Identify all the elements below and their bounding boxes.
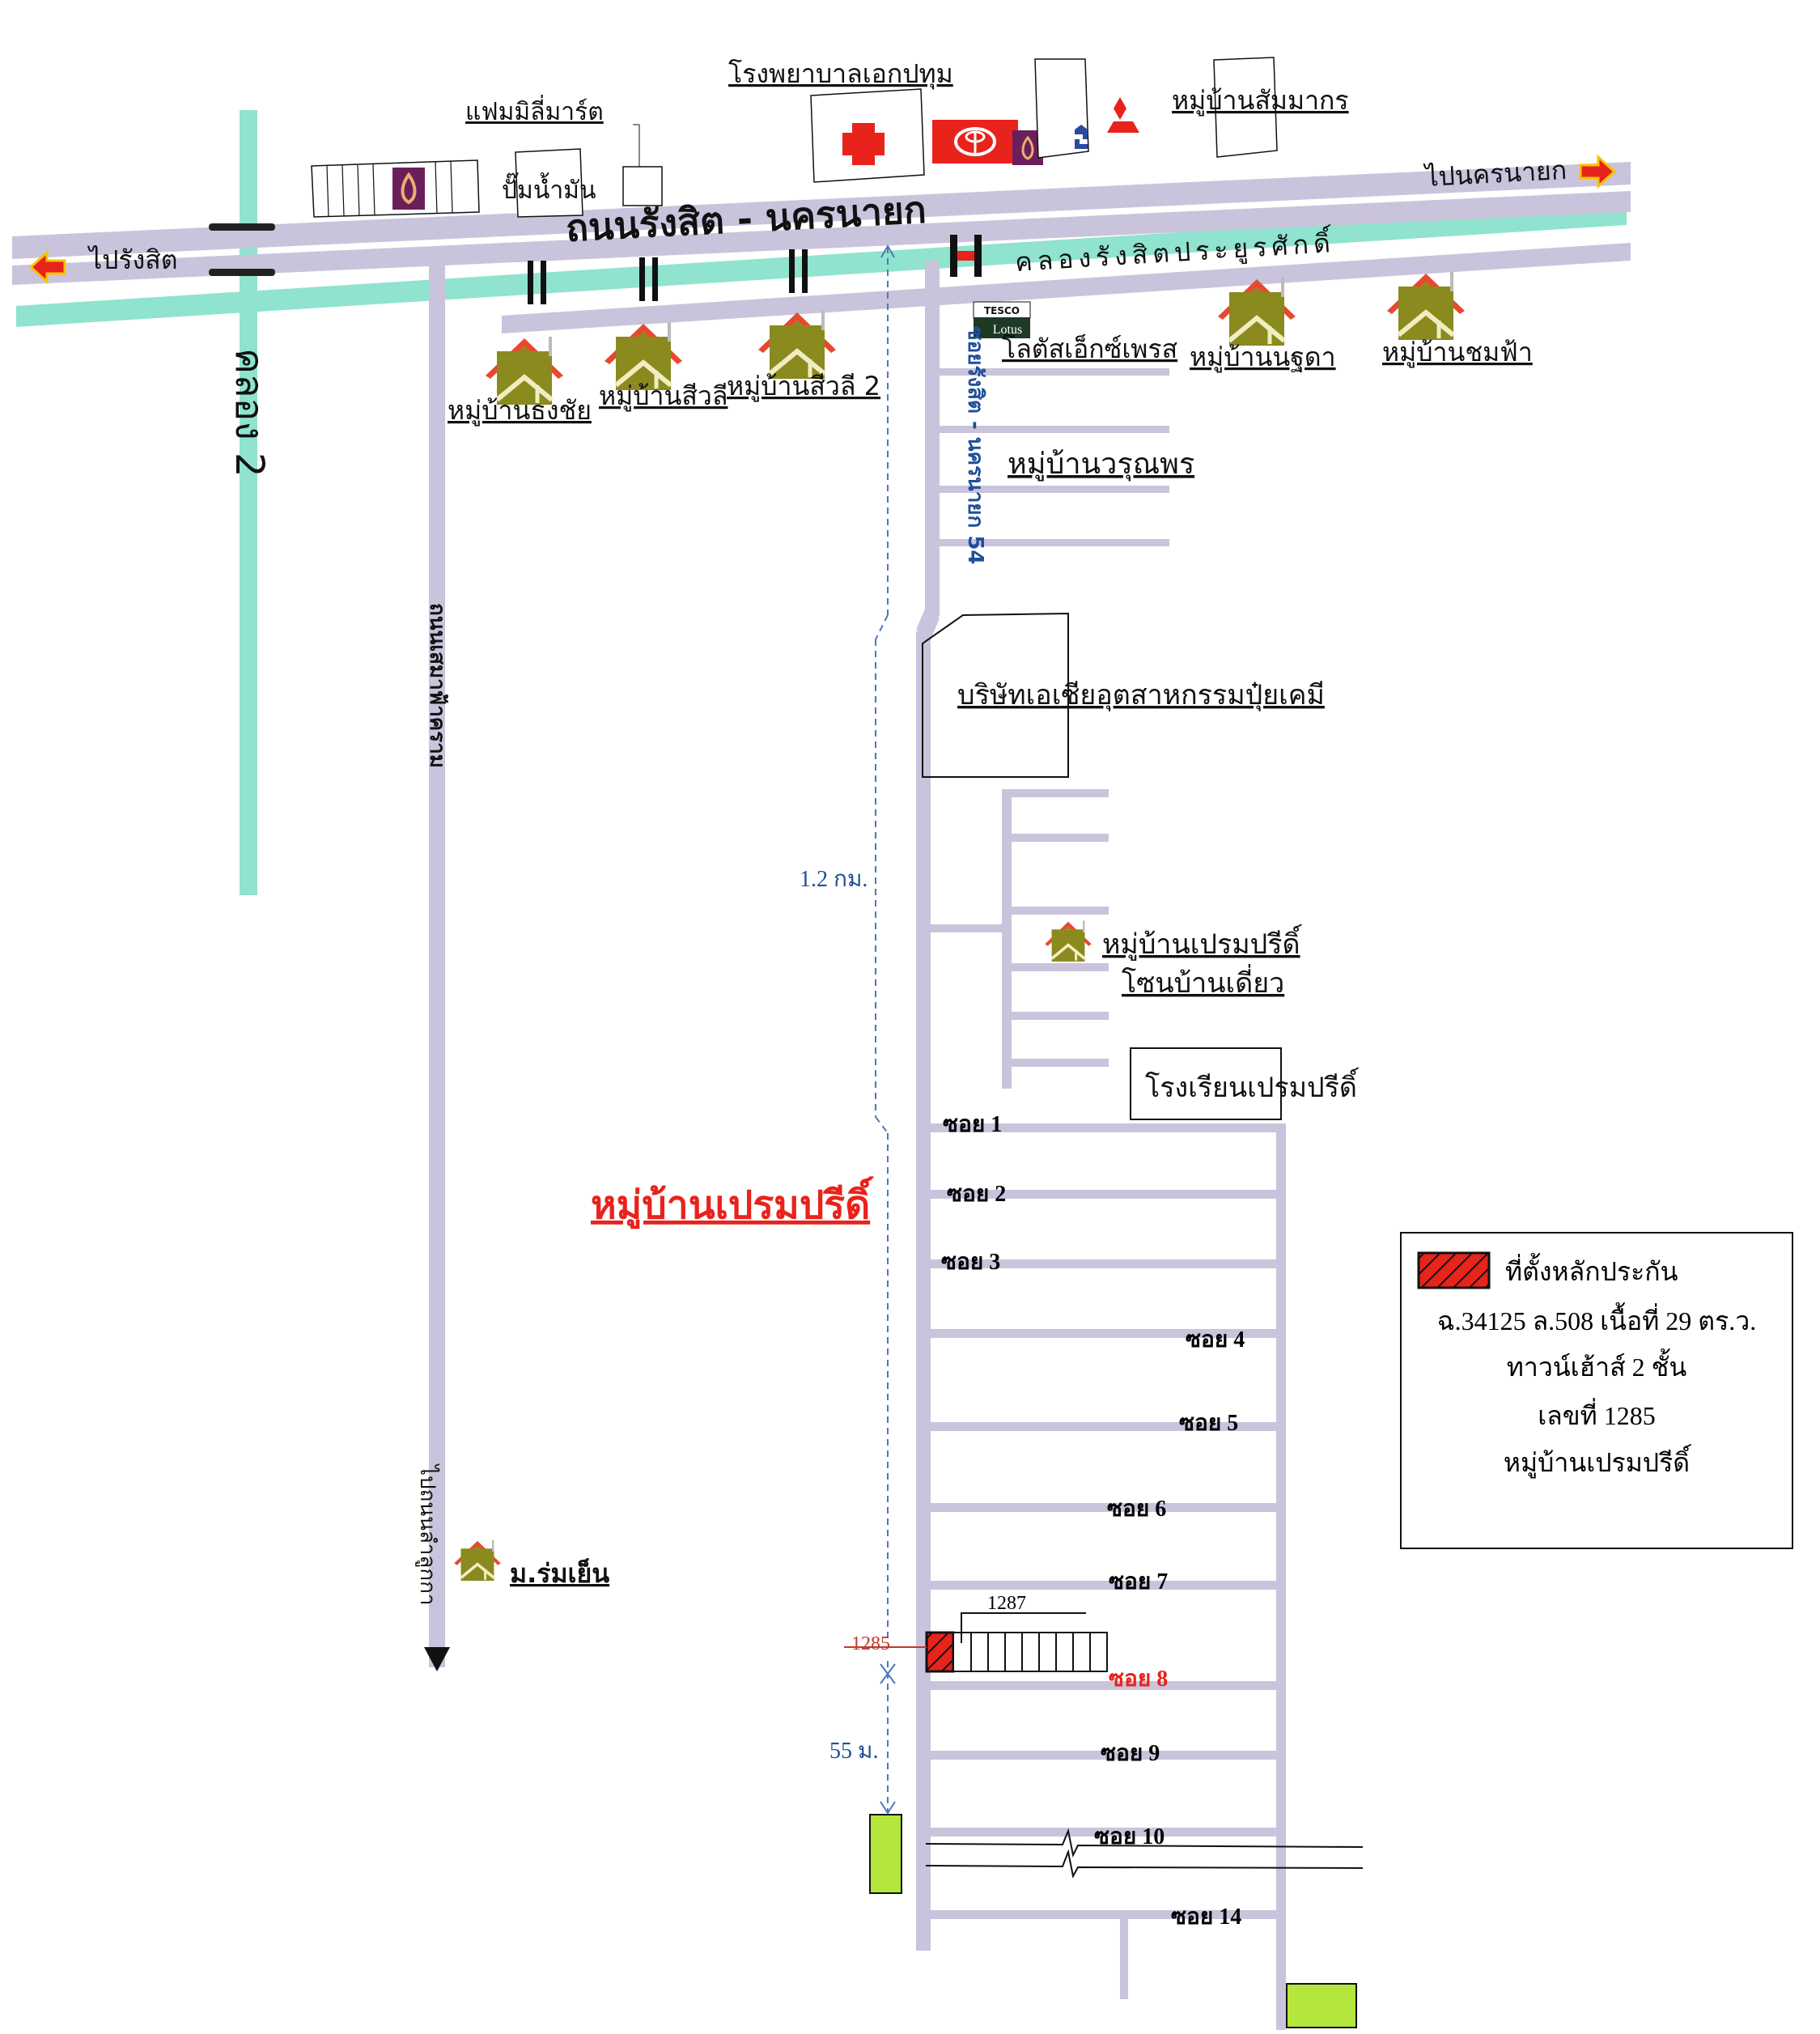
legend-line-2: ทาวน์เฮ้าส์ 2 ชั้น: [1507, 1348, 1687, 1382]
house-icon-siwali2: [758, 311, 836, 379]
prempree-school-label: โรงเรียนเปรมปรีดิ์: [1145, 1067, 1360, 1104]
plot-1285-label: 1285: [851, 1633, 890, 1654]
siwali2-label: หมู่บ้านสีวลี 2: [727, 371, 880, 402]
warunporn-streets: [939, 368, 1169, 546]
left-road-label: ถนนเสมาฟ้าคราม: [425, 603, 449, 768]
hospital-cross-icon: [842, 123, 885, 165]
thongchai-label: หมู่บ้านธงชัย: [448, 395, 592, 427]
left-road-to-label: ไปถนนลำลูกกา: [415, 1463, 440, 1605]
townhouse-row: [844, 1612, 1108, 1673]
canal-bridges: [528, 235, 982, 304]
asia-fertilizer-building: [922, 612, 1069, 778]
legend-line-1: ฉ.34125 ล.508 เนื้อที่ 29 ตร.ว.: [1437, 1302, 1756, 1335]
canal-rangsit-prayoonsak: [16, 204, 1627, 327]
break-lines: [925, 1828, 1364, 1879]
house-icon-chomfa: [1387, 272, 1465, 340]
sammakorn-box: [1213, 57, 1278, 158]
siwali-label: หมู่บ้านสีวลี: [599, 380, 728, 412]
asia-fertilizer-label: บริษัทเอเซียอุตสาหกรรมปุ๋ยเคมี: [957, 679, 1325, 711]
soi-label-target: ซอย 8: [1109, 1667, 1168, 1692]
prempree-single-zone-streets: [931, 789, 1109, 1089]
soi-label: ซอย 10: [1094, 1824, 1165, 1849]
to-rangsit-label: ไปรังสิต: [87, 244, 178, 275]
soi-54-road: [916, 261, 940, 1951]
soi-label: ซอย 3: [941, 1250, 1000, 1275]
distance-main-label: 1.2 กม.: [800, 867, 868, 892]
legend-text: ที่ตั้งหลักประกัน ฉ.34125 ล.508 เนื้อที่…: [1437, 1253, 1756, 1479]
arrow-right-icon: [1579, 154, 1617, 189]
prempree-school-building: [1130, 1047, 1282, 1120]
soi-label: ซอย 4: [1186, 1327, 1245, 1352]
prempree-single-label-1: หมู่บ้านเปรมปรีดิ์: [1102, 924, 1302, 961]
soi-54-label: ซอยรังสิต - นครนายก 54: [963, 326, 987, 565]
green-area-right: [1286, 1983, 1357, 2028]
tesco-lotus-icon: TESCO Lotus: [973, 301, 1031, 338]
plot-1287-label: 1287: [987, 1593, 1026, 1614]
krungthai-icon: [1075, 125, 1088, 149]
gas-station-box: [515, 148, 583, 218]
soi-label: ซอย 9: [1101, 1741, 1160, 1766]
canal-2-label: คลอง 2: [227, 348, 272, 478]
prempree-single-label-2: โซนบ้านเดี่ยว: [1122, 964, 1284, 1000]
soi-label: ซอย 14: [1171, 1904, 1241, 1930]
village-title: หมู่บ้านเปรมปรีดิ์: [591, 1176, 874, 1229]
legend-title: ที่ตั้งหลักประกัน: [1505, 1253, 1678, 1286]
arrow-left-icon: [28, 249, 66, 285]
romyen-label: ม.ร่มเย็น: [510, 1557, 609, 1589]
house-icon-nutchuda: [1218, 278, 1296, 346]
gas-station-label: ปั๊มน้ำมัน: [502, 172, 596, 205]
house-icon-prempree: [1043, 919, 1093, 963]
hospital-label: โรงพยาบาลเอกปทุม: [728, 58, 953, 90]
shophouse-row: [311, 159, 480, 218]
down-arrow-icon: [424, 1647, 450, 1671]
distance-dimension: [875, 244, 896, 1815]
sammakorn-label: หมู่บ้านสัมมากร: [1172, 85, 1349, 117]
soi-label: ซอย 2: [947, 1182, 1006, 1207]
soi-label: ซอย 6: [1107, 1497, 1166, 1522]
target-plot-1285: [925, 1631, 955, 1673]
legend-line-3: เลขที่ 1285: [1538, 1398, 1656, 1430]
family-mart-box: [622, 166, 663, 206]
green-area-left: [869, 1814, 902, 1894]
soi-label: ซอย 1: [943, 1112, 1002, 1137]
svg-text:Lotus: Lotus: [993, 323, 1022, 337]
main-road: [12, 162, 1631, 333]
soi-label: ซอย 7: [1109, 1569, 1168, 1595]
house-icon-romyen: [452, 1538, 503, 1582]
to-nakhon-nayok-label: ไปนครนายก: [1422, 155, 1568, 193]
soi-labels: ซอย 1 ซอย 2 ซอย 3 ซอย 4 ซอย 5 ซอย 6 ซอย …: [941, 1112, 1245, 1930]
chomfa-label: หมู่บ้านชมฟ้า: [1382, 337, 1533, 368]
soi-label: ซอย 5: [1179, 1411, 1238, 1436]
legend-swatch: [1417, 1251, 1491, 1289]
distance-short-label: 55 ม.: [829, 1739, 878, 1764]
legend-line-4: หมู่บ้านเปรมปรีดิ์: [1504, 1444, 1692, 1479]
nutchuda-label: หมู่บ้านนฐดา: [1190, 342, 1336, 373]
canals: [16, 110, 1627, 895]
sema-fa-khram-road: [429, 259, 445, 1667]
svg-text:TESCO: TESCO: [984, 305, 1020, 316]
lotus-express-label: โลตัสเอ็กซ์เพรส: [1002, 333, 1177, 364]
sammakorn-building: [1034, 58, 1089, 159]
mitsubishi-icon: [1107, 97, 1139, 133]
warunporn-label: หมู่บ้านวรุณพร: [1008, 448, 1194, 482]
canal-2-bridge: [209, 223, 275, 276]
family-mart-label: แฟมมิลี่มาร์ต: [465, 95, 604, 126]
soi-grid: [923, 1123, 1286, 2030]
